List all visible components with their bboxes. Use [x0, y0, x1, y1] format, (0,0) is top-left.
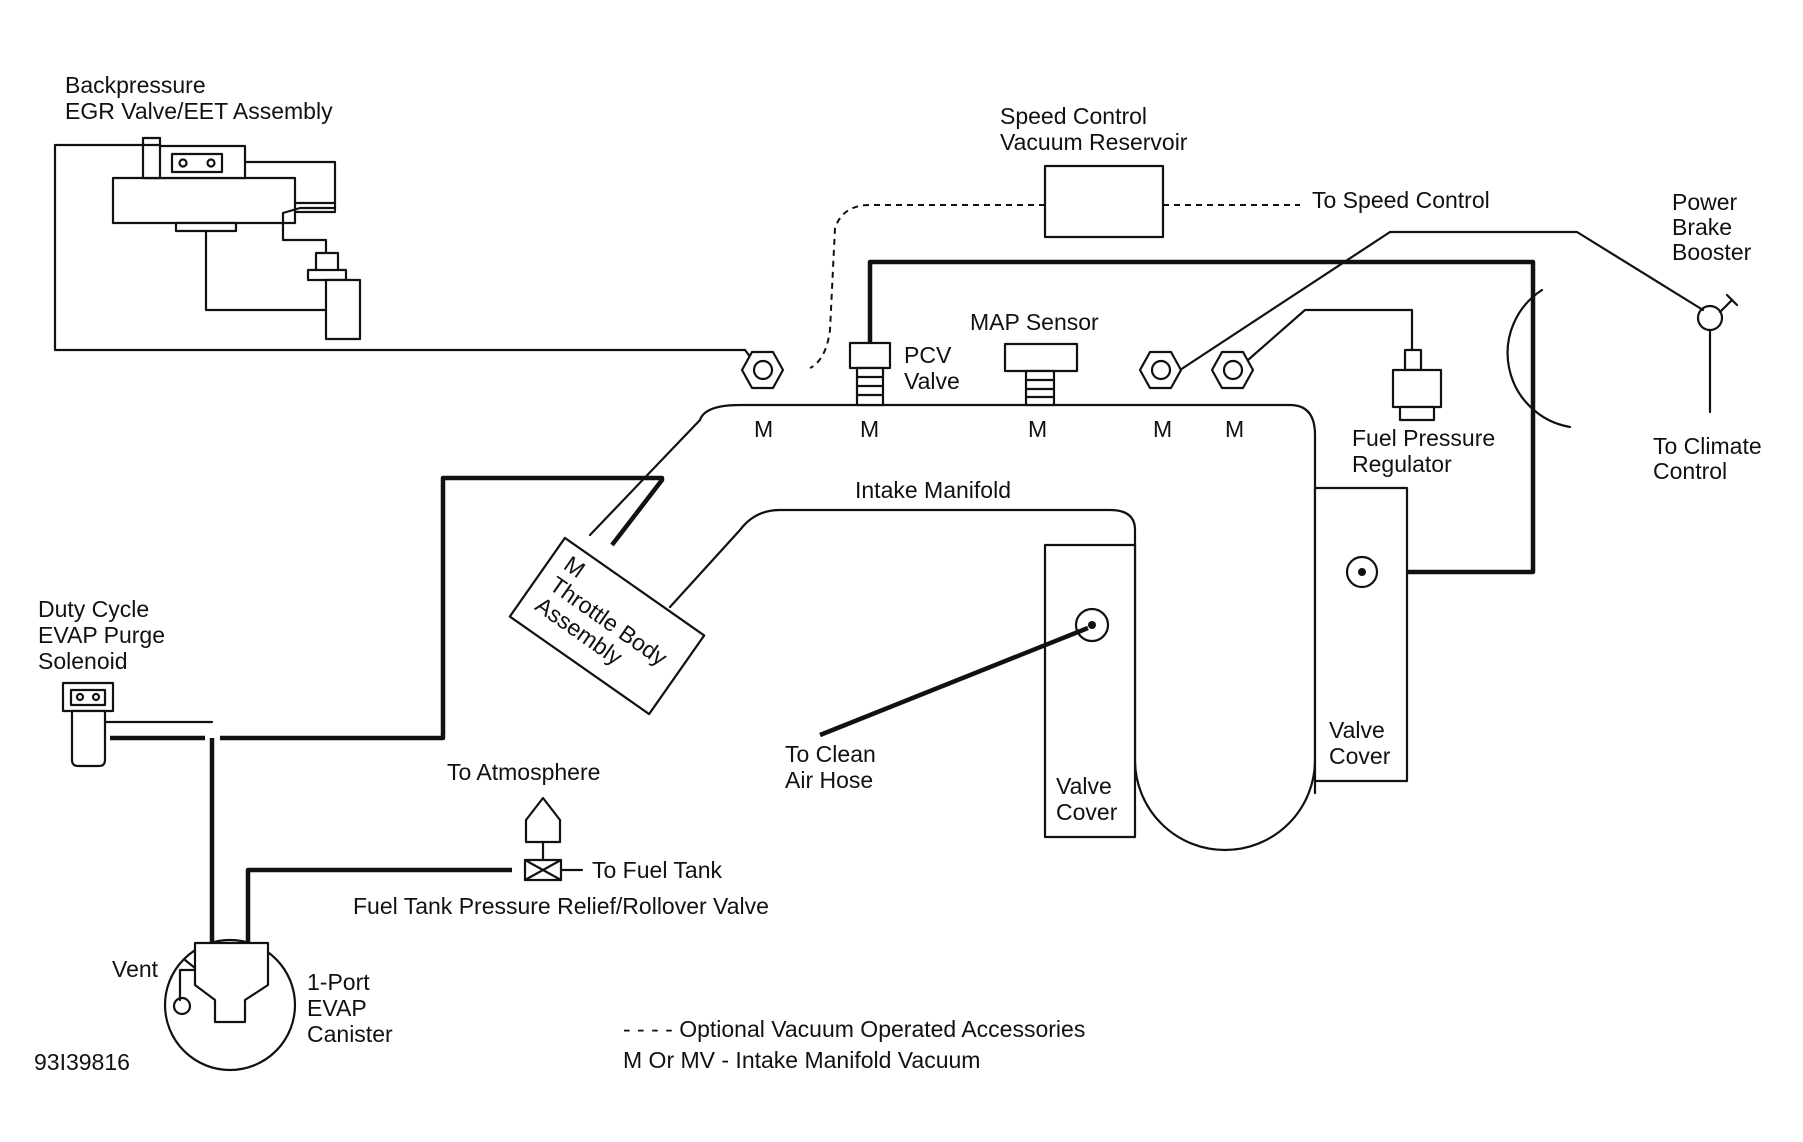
- rollover-valve: To Atmosphere To Fuel Tank Fuel Tank Pre…: [353, 759, 769, 919]
- pcv-label-line2: Valve: [904, 368, 960, 394]
- map-sensor-label: MAP Sensor: [970, 309, 1099, 335]
- to-climate-label-line2: Control: [1653, 458, 1727, 484]
- port-m-regulator: M: [1225, 416, 1244, 442]
- regulator-port-nut: [1210, 350, 1255, 390]
- canister-label-line2: EVAP: [307, 995, 367, 1021]
- duty-cycle-purge-solenoid: Duty Cycle EVAP Purge Solenoid: [38, 596, 165, 768]
- to-clean-air-label-line1: To Clean: [785, 741, 876, 767]
- purge-hoses: [103, 475, 665, 950]
- fuel-pressure-label-line2: Regulator: [1352, 451, 1452, 477]
- power-brake-booster: Power Brake Booster To Climate Control: [1178, 189, 1762, 484]
- valve-cover-right-label-line1: Valve: [1329, 717, 1385, 743]
- evap-canister: Vent 1-Port EVAP Canister: [112, 938, 393, 1072]
- port-m-egr: M: [754, 416, 773, 442]
- rollover-valve-label: Fuel Tank Pressure Relief/Rollover Valve: [353, 893, 769, 919]
- duty-cycle-label-line1: Duty Cycle: [38, 596, 149, 622]
- valve-cover-right-label-line2: Cover: [1329, 743, 1391, 769]
- to-climate-label-line1: To Climate: [1653, 433, 1762, 459]
- speed-reservoir-label-line2: Vacuum Reservoir: [1000, 129, 1188, 155]
- valve-cover-right: Valve Cover: [1313, 486, 1409, 783]
- legend-optional: - - - - Optional Vacuum Operated Accesso…: [623, 1016, 1085, 1042]
- egr-label-line2: EGR Valve/EET Assembly: [65, 98, 333, 124]
- canister-label-line1: 1-Port: [307, 969, 370, 995]
- throttle-body-assembly: M Throttle Body Assembly: [508, 536, 706, 716]
- legend: - - - - Optional Vacuum Operated Accesso…: [623, 1016, 1085, 1073]
- power-brake-label-line2: Brake: [1672, 214, 1732, 240]
- to-fuel-tank-label: To Fuel Tank: [592, 857, 722, 883]
- pcv-valve: PCV Valve: [848, 341, 960, 407]
- port-m-pcv: M: [860, 416, 879, 442]
- pcv-hose: [867, 259, 1536, 575]
- duty-cycle-label-line3: Solenoid: [38, 648, 128, 674]
- port-m-brake: M: [1153, 416, 1172, 442]
- vent-label: Vent: [112, 956, 159, 982]
- to-atmosphere-label: To Atmosphere: [447, 759, 600, 785]
- manifold-ports: PCV Valve MAP Sensor M M M M M: [740, 308, 1414, 442]
- map-sensor: MAP Sensor: [970, 309, 1099, 407]
- egr-port-nut: [740, 350, 785, 390]
- canister-label-line3: Canister: [307, 1021, 393, 1047]
- duty-cycle-label-line2: EVAP Purge: [38, 622, 165, 648]
- egr-label-line1: Backpressure: [65, 72, 206, 98]
- figure-id: 93I39816: [34, 1049, 130, 1075]
- to-clean-air-label-line2: Air Hose: [785, 767, 873, 793]
- fuel-pressure-regulator: Fuel Pressure Regulator: [1352, 348, 1495, 477]
- valve-cover-left-label-line2: Cover: [1056, 799, 1118, 825]
- speed-control-reservoir: Speed Control Vacuum Reservoir To Speed …: [809, 103, 1490, 369]
- valve-cover-left-label-line1: Valve: [1056, 773, 1112, 799]
- intake-manifold-label: Intake Manifold: [855, 477, 1011, 503]
- intake-manifold: Intake Manifold: [588, 403, 1317, 852]
- power-brake-label-line3: Booster: [1672, 239, 1752, 265]
- legend-manifold-vacuum: M Or MV - Intake Manifold Vacuum: [623, 1047, 980, 1073]
- pcv-label-line1: PCV: [904, 342, 952, 368]
- fuel-pressure-label-line1: Fuel Pressure: [1352, 425, 1495, 451]
- port-m-map: M: [1028, 416, 1047, 442]
- brake-port-nut: [1138, 350, 1183, 390]
- speed-reservoir-label-line1: Speed Control: [1000, 103, 1147, 129]
- egr-valve-assembly: Backpressure EGR Valve/EET Assembly: [53, 72, 762, 372]
- to-speed-control-label: To Speed Control: [1312, 187, 1490, 213]
- power-brake-label-line1: Power: [1672, 189, 1738, 215]
- valve-cover-left: Valve Cover: [819, 543, 1137, 839]
